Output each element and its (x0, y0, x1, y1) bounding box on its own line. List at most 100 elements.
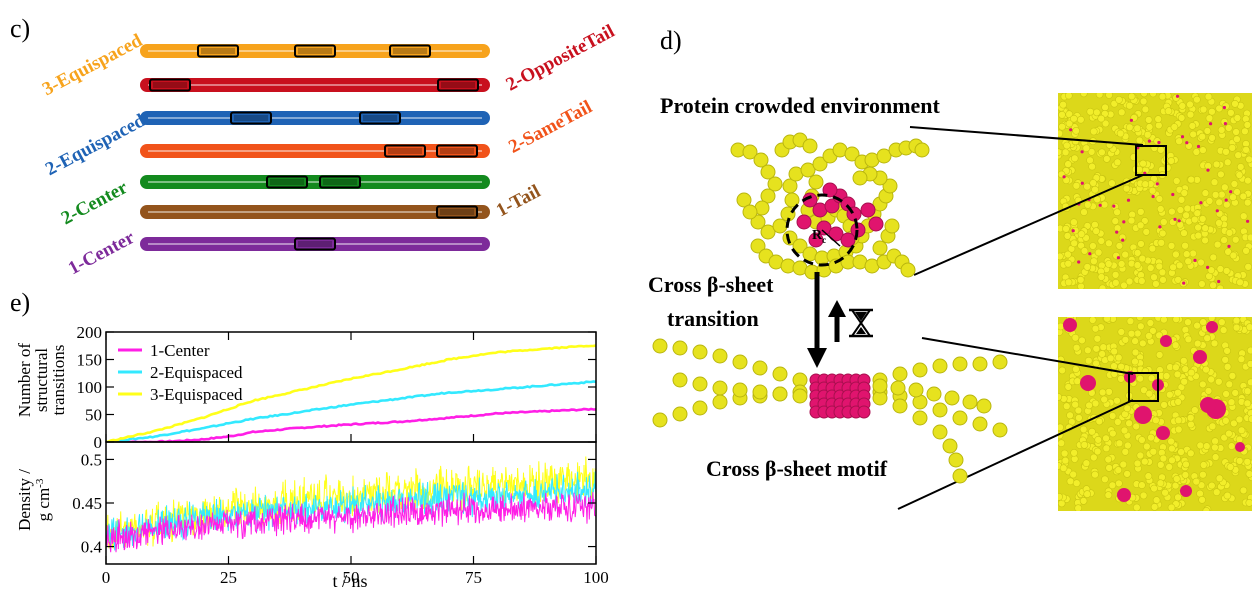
crowded-particle-357 (1116, 129, 1125, 138)
motif-bead-40 (912, 410, 928, 426)
crowded-pink-12 (1206, 265, 1210, 269)
crowded-pink-1 (1217, 279, 1221, 284)
crowded-pink-31 (1177, 219, 1181, 223)
segment-shade-2-equispaced-1 (234, 115, 268, 121)
crowded-particle-383 (1243, 198, 1252, 207)
crowded-particle-49 (1208, 107, 1216, 116)
aggregated-particle-389 (1159, 454, 1168, 463)
crowded-particle-299 (1192, 148, 1201, 156)
crowded-particle-489 (1235, 171, 1244, 179)
crowded-particle-274 (1182, 250, 1191, 258)
aggregated-pink-2 (1206, 321, 1218, 333)
aggregated-particle-273 (1215, 474, 1224, 483)
coil-bead-5 (767, 176, 783, 192)
aggregated-particle-282 (1162, 372, 1171, 380)
top-ytick-label-200: 200 (77, 323, 103, 342)
crowded-particle-440 (1220, 236, 1228, 244)
bottom-ytick-label-0.5: 0.5 (81, 450, 102, 469)
crowded-particle-482 (1080, 247, 1089, 255)
hourglass-icon (849, 308, 873, 338)
crowded-particle-310 (1125, 101, 1134, 110)
aggregated-particle-426 (1222, 417, 1230, 425)
crowded-pink-4 (1069, 128, 1073, 132)
coil-bead-39 (882, 178, 898, 194)
coiled-protein (730, 132, 930, 280)
aggregated-particle-399 (1138, 481, 1146, 489)
crowded-particle-468 (1141, 105, 1150, 114)
motif-bead-29 (972, 356, 988, 372)
aggregated-particle-343 (1187, 449, 1195, 458)
crowded-particle-465 (1225, 229, 1234, 237)
aggregated-particle-111 (1149, 327, 1157, 335)
aggregated-particle-306 (1072, 365, 1080, 373)
segment-shade-2-sametail-2 (440, 148, 474, 154)
xtick-label-25: 25 (220, 568, 237, 587)
segment-shade-3-equispaced-1 (201, 48, 235, 54)
aggregated-particle-193 (1079, 425, 1088, 434)
aggregated-particle-417 (1145, 389, 1154, 398)
crowded-particle-430 (1201, 224, 1209, 232)
top-ytick-label-50: 50 (85, 406, 102, 425)
motif-bead-37 (992, 422, 1008, 438)
crowded-particle-98 (1205, 114, 1214, 123)
crowded-particle-294 (1174, 276, 1182, 284)
aggregated-particle-354 (1127, 329, 1136, 338)
coil-bead-72 (802, 138, 818, 154)
aggregated-particle-208 (1215, 377, 1223, 386)
motif-bead-17 (672, 372, 688, 388)
aggregated-particle-425 (1181, 365, 1190, 373)
sequence-bars (140, 44, 490, 251)
aggregated-particle-462 (1172, 363, 1180, 372)
aggregated-particle-357 (1084, 356, 1093, 365)
aggregated-particle-422 (1243, 458, 1252, 466)
crowded-pink-33 (1115, 230, 1119, 234)
crowded-particle-145 (1149, 93, 1157, 98)
motif-bead-42 (942, 438, 958, 454)
coil-bead-75 (872, 240, 888, 256)
aggregated-particle-387 (1226, 463, 1235, 471)
crowded-particle-392 (1133, 124, 1142, 133)
crowded-particle-488 (1170, 123, 1179, 131)
crowded-particle-346 (1198, 280, 1206, 288)
aggregated-particle-485 (1182, 460, 1190, 469)
crowded-particle-94 (1080, 208, 1088, 216)
crowded-pink-6 (1080, 150, 1084, 154)
crowded-particle-151 (1139, 97, 1148, 106)
motif-bead-30 (992, 354, 1008, 370)
crowded-particle-460 (1186, 100, 1194, 109)
coil-bead-2 (742, 144, 758, 160)
crowded-particle-388 (1127, 93, 1136, 101)
aggregated-particle-276 (1221, 355, 1229, 364)
crowded-pink-34 (1180, 135, 1185, 139)
zoom-line-bottom-1 (921, 337, 1134, 375)
crowded-particle-200 (1231, 235, 1240, 244)
bottom-series-1-center (106, 492, 596, 553)
crowded-particle-168 (1241, 127, 1249, 136)
aggregated-particle-215 (1243, 387, 1252, 395)
aggregated-particle-490 (1102, 434, 1110, 443)
aggregated-particle-200 (1165, 463, 1173, 471)
coil-bead-22 (876, 148, 892, 164)
crowded-pink-17 (1199, 201, 1203, 205)
aggregated-particle-427 (1204, 387, 1213, 395)
label-2-center: 2-Center (58, 177, 132, 229)
aggregated-pink-1 (1063, 318, 1077, 332)
motif-bead-10 (672, 406, 688, 422)
crowded-particle-494 (1059, 100, 1067, 109)
aggregated-particle-408 (1246, 346, 1252, 355)
aggregated-particle-481 (1058, 393, 1063, 401)
aggregated-particle-257 (1172, 317, 1180, 323)
crowded-pink-37 (1224, 198, 1228, 202)
crowded-particle-470 (1138, 277, 1146, 285)
aggregated-particle-385 (1091, 324, 1100, 333)
aggregated-particle-308 (1231, 389, 1239, 397)
segment-shade-1-tail-1 (440, 209, 474, 215)
motif-bead-20 (732, 382, 748, 398)
aggregated-particle-415 (1094, 436, 1103, 444)
crowded-particle-443 (1065, 93, 1073, 100)
coil-bead-74 (884, 218, 900, 234)
crowded-particle-424 (1092, 227, 1101, 235)
crowded-particle-431 (1222, 267, 1231, 275)
label-3-equispaced: 3-Equispaced (39, 30, 146, 100)
crowded-particle-393 (1088, 162, 1096, 171)
